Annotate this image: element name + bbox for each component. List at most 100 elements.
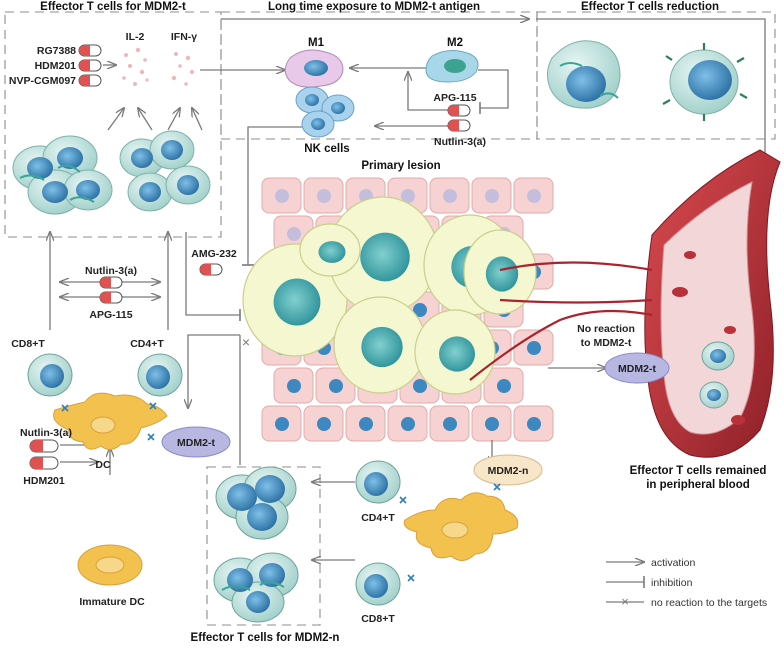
drug-label-rg7388: RG7388 <box>37 45 76 57</box>
tissue-nucleus <box>275 417 289 431</box>
legend <box>606 562 644 603</box>
tissue-nucleus <box>287 227 301 241</box>
cd4-cell-left <box>137 353 183 397</box>
drug-label-hdm201-bottom: HDM201 <box>23 475 65 487</box>
header-remained-line2: in peripheral blood <box>646 479 750 491</box>
tissue-nucleus <box>287 379 301 393</box>
header-primary-lesion: Primary lesion <box>361 160 440 172</box>
tissue-nucleus <box>317 417 331 431</box>
header-effector-mdm2t: Effector T cells for MDM2-t <box>40 1 186 13</box>
header-long-exposure: Long time exposure to MDM2-t antigen <box>268 1 480 13</box>
label-m1: M1 <box>308 37 325 49</box>
tissue-nucleus <box>497 379 511 393</box>
drug-label-amg232: AMG-232 <box>191 248 237 260</box>
effector-cluster-left <box>12 135 113 215</box>
tissue-nucleus <box>485 189 499 203</box>
reduction-cell-2 <box>662 43 748 121</box>
reduction-cell-1 <box>546 40 621 109</box>
drug-label-hdm201: HDM201 <box>35 60 77 72</box>
vessel-tcell-1 <box>701 341 735 371</box>
dc-right-nucleus <box>441 521 469 539</box>
nk-cells <box>295 86 355 138</box>
tumor-cells <box>242 196 537 395</box>
drug-label-nutlin-bottom: Nutlin-3(a) <box>20 427 72 439</box>
tissue-nucleus <box>527 341 541 355</box>
tissue-nucleus <box>443 417 457 431</box>
label-dc: DC <box>95 459 111 471</box>
tissue-nucleus <box>527 189 541 203</box>
tumor-nucleus <box>273 278 321 326</box>
vessel-tcell-2 <box>699 381 729 409</box>
no-reaction-mark-left: × <box>242 334 250 350</box>
drug-label-nvp: NVP-CGM097 <box>9 75 76 87</box>
panel-long-exposure <box>220 11 538 140</box>
cytokine-up-arrows <box>107 108 203 131</box>
legend-activation-label: activation <box>651 557 696 569</box>
label-mdm2t-left: MDM2-t <box>177 437 215 449</box>
label-ifng: IFN-γ <box>171 31 197 43</box>
cd8-cell-right <box>355 562 401 606</box>
vessel-branches <box>469 261 653 381</box>
label-cd8-left: CD8+T <box>11 338 45 350</box>
label-nk-cells: NK cells <box>304 143 349 155</box>
tissue-nucleus <box>443 189 457 203</box>
drug-label-nutlin-mid: Nutlin-3(a) <box>85 265 137 277</box>
mdm2t-bubble-right <box>604 352 670 384</box>
effector-cluster-right <box>119 130 211 212</box>
panels <box>4 11 776 626</box>
label-il2: IL-2 <box>126 31 145 43</box>
immature-dc-nucleus <box>95 556 125 574</box>
drug-label-apg115-mid: APG-115 <box>89 309 132 321</box>
tumor-nucleus <box>485 256 519 292</box>
tissue-nucleus <box>401 189 415 203</box>
tcr-contacts-right <box>399 483 501 582</box>
label-cd4-right: CD4+T <box>361 512 395 524</box>
legend-no-reaction-label: no reaction to the targets <box>651 597 767 609</box>
header-effector-mdm2n: Effector T cells for MDM2-n <box>191 632 340 644</box>
drug-pill-hdm201-bottom <box>29 456 59 470</box>
legend-inhibition-label: inhibition <box>651 577 693 589</box>
tumor-nucleus <box>360 232 410 282</box>
tumor-nucleus <box>318 241 346 263</box>
tissue-nucleus <box>485 417 499 431</box>
tissue-nucleus <box>401 417 415 431</box>
dc-nucleus <box>90 416 116 434</box>
drug-pill-nvp <box>78 74 102 87</box>
label-cd8-right: CD8+T <box>361 613 395 625</box>
label-immature-dc: Immature DC <box>79 596 145 608</box>
drug-label-nutlin-top: Nutlin-3(a) <box>434 136 486 148</box>
cd4-cell-right <box>355 460 401 504</box>
tissue-nucleus <box>413 303 427 317</box>
drug-pill-nutlin-bottom <box>29 439 59 453</box>
drug-pill-amg232 <box>199 263 223 276</box>
label-no-reaction-line1: No reaction <box>577 323 635 335</box>
tumor-nucleus <box>439 336 475 372</box>
legend-x-mark: × <box>621 594 629 609</box>
m1-nucleus <box>304 60 328 76</box>
label-mdm2n: MDM2-n <box>488 465 529 477</box>
tissue-nucleus <box>413 379 427 393</box>
label-m2: M2 <box>447 37 463 49</box>
drug-pill-apg115-top <box>447 104 471 117</box>
panel-effector-reduction <box>536 11 776 140</box>
m2-nucleus <box>444 59 466 73</box>
mdm2n-effector-cluster <box>213 466 299 623</box>
drug-pill-rg7388 <box>78 44 102 57</box>
left-flow-arrows <box>50 232 703 560</box>
tissue-nucleus <box>527 417 541 431</box>
header-remained-line1: Effector T cells remained <box>630 465 767 477</box>
label-no-reaction-line2: to MDM2-t <box>581 337 632 349</box>
ifng-dots <box>171 52 194 86</box>
il2-dots <box>122 47 149 86</box>
drug-label-apg115-top: APG-115 <box>433 92 476 104</box>
header-effector-reduction: Effector T cells reduction <box>581 1 719 13</box>
label-mdm2t-right: MDM2-t <box>618 363 656 375</box>
tissue-nucleus <box>275 189 289 203</box>
tissue-nucleus <box>359 417 373 431</box>
tissue-nucleus <box>317 189 331 203</box>
drug-pill-nutlin-mid <box>99 276 123 289</box>
drug-pill-hdm201 <box>78 59 102 72</box>
tcr-contacts-left <box>61 402 157 441</box>
